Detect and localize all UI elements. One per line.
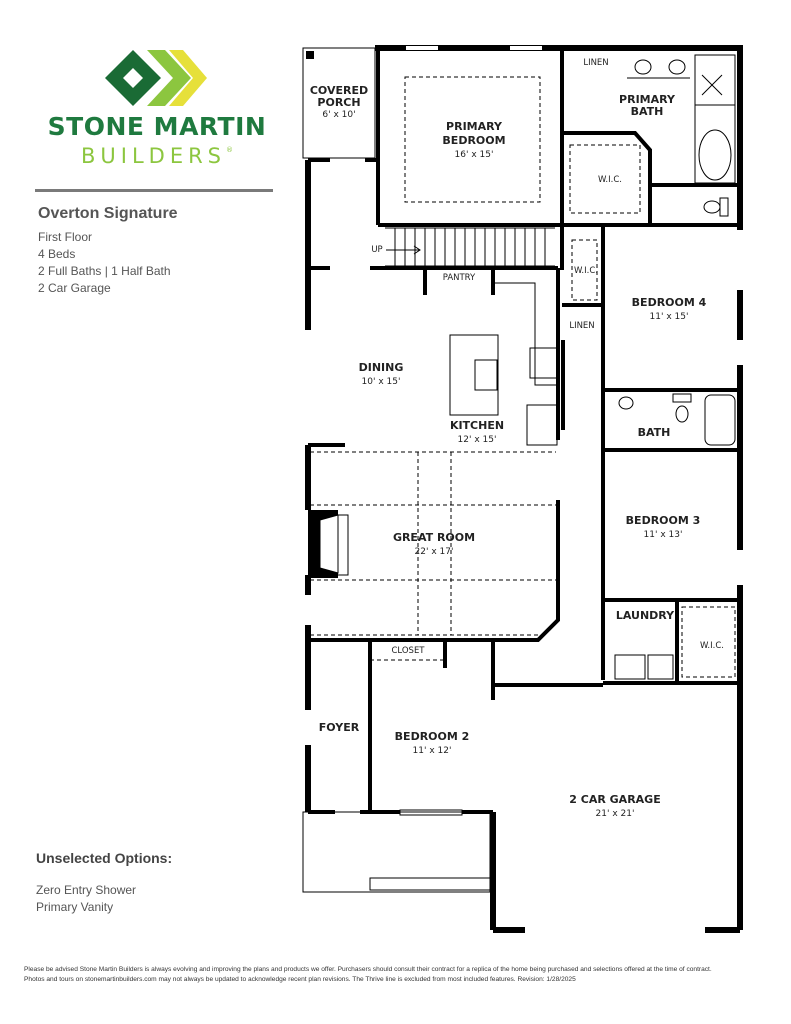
svg-text:BEDROOM 3: BEDROOM 3: [626, 514, 701, 527]
svg-text:BEDROOM 2: BEDROOM 2: [395, 730, 470, 743]
svg-text:W.I.C.: W.I.C.: [700, 641, 724, 651]
plan-details: First Floor 4 Beds 2 Full Baths | 1 Half…: [38, 229, 171, 297]
svg-text:11' x 13': 11' x 13': [644, 530, 683, 540]
svg-text:BEDROOM 4: BEDROOM 4: [632, 296, 707, 309]
svg-text:LINEN: LINEN: [583, 58, 608, 68]
svg-text:UP: UP: [371, 245, 382, 255]
brand-logo: STONE MARTIN BUILDERS®: [36, 46, 276, 176]
svg-text:W.I.C.: W.I.C.: [598, 175, 622, 185]
svg-text:BEDROOM: BEDROOM: [442, 134, 505, 147]
options-list: Zero Entry Shower Primary Vanity: [36, 882, 136, 916]
svg-text:KITCHEN: KITCHEN: [450, 419, 504, 432]
svg-text:22' x 17': 22' x 17': [415, 547, 454, 557]
svg-text:LAUNDRY: LAUNDRY: [616, 609, 675, 622]
option-item: Primary Vanity: [36, 900, 114, 914]
svg-text:16' x 15': 16' x 15': [455, 150, 494, 160]
svg-text:DINING: DINING: [359, 361, 404, 374]
svg-text:10' x 15': 10' x 15': [362, 377, 401, 387]
svg-text:PORCH: PORCH: [317, 96, 360, 109]
svg-text:GREAT ROOM: GREAT ROOM: [393, 531, 475, 544]
svg-text:FOYER: FOYER: [319, 721, 360, 734]
svg-text:BATH: BATH: [638, 426, 671, 439]
option-item: Zero Entry Shower: [36, 883, 137, 897]
plan-title: Overton Signature: [38, 205, 178, 222]
svg-text:6' x 10': 6' x 10': [322, 110, 355, 120]
brand-name: STONE MARTIN: [47, 112, 267, 141]
disclaimer: Please be advised Stone Martin Builders …: [24, 966, 712, 983]
divider: [35, 189, 273, 192]
beds-count: 4 Beds: [38, 247, 76, 261]
baths-count: 2 Full Baths | 1 Half Bath: [38, 264, 171, 278]
brand-subname: BUILDERS®: [80, 144, 234, 168]
svg-text:2 CAR GARAGE: 2 CAR GARAGE: [569, 793, 660, 806]
logo-chevron-icon: [105, 50, 207, 106]
svg-text:W.I.C.: W.I.C.: [574, 266, 598, 276]
svg-text:11' x 15': 11' x 15': [650, 312, 689, 322]
svg-text:PRIMARY: PRIMARY: [446, 120, 503, 133]
svg-text:12' x 15': 12' x 15': [458, 435, 497, 445]
svg-text:BATH: BATH: [631, 105, 664, 118]
floor-label: First Floor: [38, 230, 92, 244]
svg-text:PANTRY: PANTRY: [443, 273, 476, 283]
svg-text:21' x 21': 21' x 21': [596, 809, 635, 819]
svg-text:11' x 12': 11' x 12': [413, 746, 452, 756]
garage-info: 2 Car Garage: [38, 281, 111, 295]
svg-text:CLOSET: CLOSET: [391, 646, 425, 656]
options-title: Unselected Options:: [36, 850, 173, 866]
svg-text:COVERED: COVERED: [310, 84, 368, 97]
svg-text:LINEN: LINEN: [569, 321, 594, 331]
svg-text:PRIMARY: PRIMARY: [619, 93, 676, 106]
